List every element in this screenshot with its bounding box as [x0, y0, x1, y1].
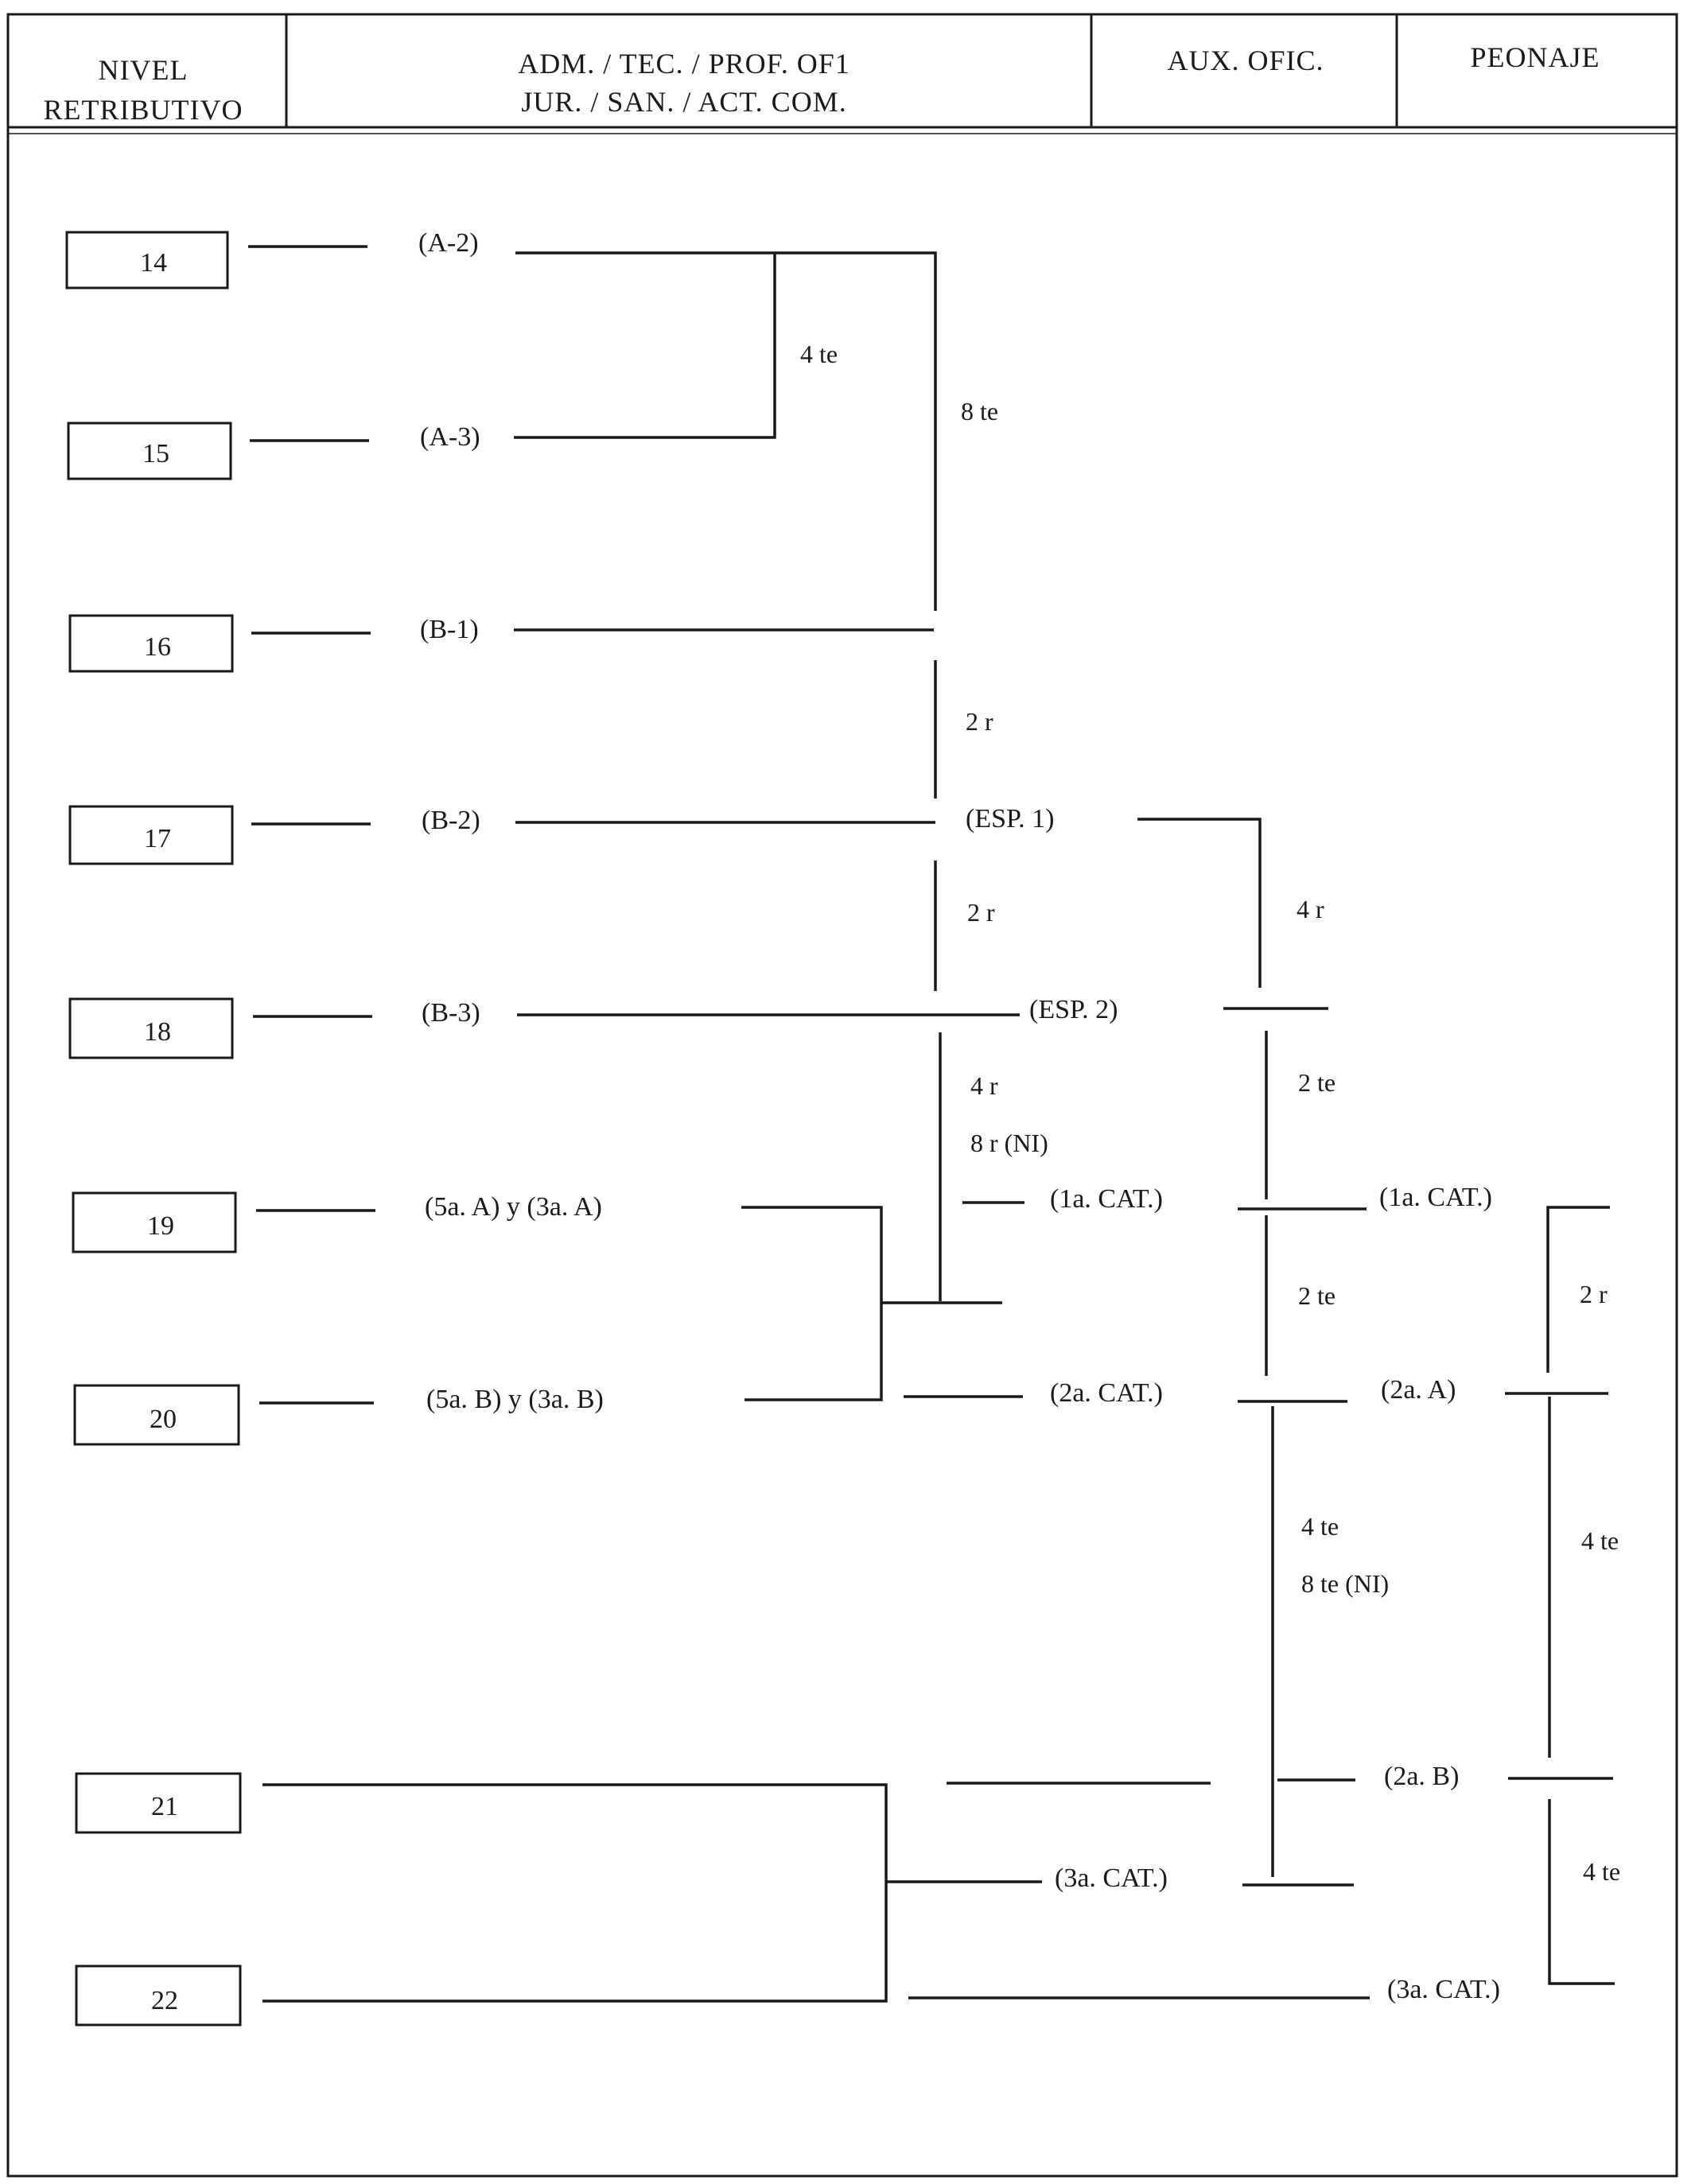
category-b2: (B-2): [422, 806, 480, 835]
connector-a2-a3: [514, 251, 776, 439]
step-2te-aux-a: 2 te: [1298, 1068, 1335, 1097]
level-number-17: 17: [144, 824, 171, 853]
category-aux-2a-b: (2a. B): [1384, 1762, 1459, 1791]
connector-esp1-aux: [1137, 818, 1262, 988]
header-retributivo: RETRIBUTIVO: [44, 94, 243, 126]
step-4te-a2-a3: 4 te: [800, 340, 838, 368]
of-categories: (ESP. 1) (ESP. 2) (1a. CAT.) (2a. CAT.) …: [966, 804, 1168, 1893]
category-aux-3a-cat: (3a. CAT.): [1387, 1975, 1500, 2004]
level-box-16: [68, 614, 234, 673]
level-boxes: 14 15 16 17 18 19 20 21 22: [65, 231, 242, 2027]
category-aux-2a-a: (2a. A): [1381, 1375, 1456, 1405]
level-box-15: [67, 422, 232, 480]
step-2te-aux-b: 2 te: [1298, 1281, 1335, 1310]
category-esp1: (ESP. 1): [966, 804, 1054, 834]
level-box-19: [72, 1191, 237, 1253]
level-number-18: 18: [144, 1017, 171, 1047]
connector-peonaje-4te-b: [1548, 1799, 1615, 1985]
peonaje-connectors: [1505, 1206, 1615, 1985]
step-8te-a2-b1: 8 te: [961, 397, 998, 426]
level-number-20: 20: [150, 1405, 177, 1434]
level-box-20: [73, 1384, 240, 1446]
adm-categories: (A-2) (A-3) (B-1) (B-2) (B-3) (5a. A) y …: [418, 228, 604, 1414]
header-nivel: NIVEL: [99, 54, 189, 86]
step-2r-b1-esp1: 2 r: [966, 707, 993, 736]
adm-connectors: [262, 251, 1370, 2003]
category-of-2a-cat: (2a. CAT.): [1050, 1378, 1163, 1408]
level-number-14: 14: [140, 248, 167, 278]
level-number-22: 22: [151, 1986, 178, 2015]
level-box-14: [65, 231, 229, 290]
step-4te-aux: 4 te: [1301, 1512, 1339, 1541]
level-leader-lines: [248, 245, 375, 1405]
step-8r-ni: 8 r (NI): [970, 1129, 1048, 1157]
aux-categories: (1a. CAT.) (2a. A) (2a. B) (3a. CAT.): [1379, 1183, 1500, 2004]
bracket-21-22: [262, 1783, 888, 2003]
step-2r-peonaje: 2 r: [1580, 1280, 1608, 1308]
category-b1: (B-1): [420, 615, 479, 644]
bracket-19-20: [741, 1206, 883, 1401]
level-number-19: 19: [147, 1211, 174, 1241]
category-b3: (B-3): [422, 998, 480, 1028]
step-4r-esp2-of: 4 r: [970, 1071, 998, 1100]
connector-a2-b1: [775, 251, 937, 611]
header-jur-san-act: JUR. / SAN. / ACT. COM.: [521, 86, 846, 118]
outer-frame: [6, 13, 1678, 2178]
category-of-3a-cat: (3a. CAT.): [1055, 1863, 1168, 1893]
step-labels: 4 te 8 te 2 r 2 r 4 r 8 r (NI) 4 r 2 te …: [800, 340, 1620, 1886]
step-4te-peonaje-b: 4 te: [1583, 1857, 1620, 1886]
category-a3: (A-3): [420, 422, 480, 452]
level-box-21: [75, 1772, 242, 1834]
header-aux-ofic: AUX. OFIC.: [1167, 45, 1324, 76]
step-4te-peonaje-a: 4 te: [1581, 1526, 1619, 1555]
level-number-21: 21: [151, 1792, 178, 1821]
category-5a-3a-a: (5a. A) y (3a. A): [425, 1192, 602, 1222]
connector-peonaje-2r: [1546, 1206, 1610, 1373]
level-box-22: [75, 1964, 242, 2027]
header-peonaje: PEONAJE: [1470, 41, 1600, 73]
category-5a-3a-b: (5a. B) y (3a. B): [426, 1385, 604, 1414]
category-esp2: (ESP. 2): [1029, 995, 1118, 1024]
header-adm-tec-prof: ADM. / TEC. / PROF. OF1: [518, 48, 850, 80]
step-8te-ni: 8 te (NI): [1301, 1569, 1389, 1598]
level-box-18: [68, 997, 234, 1059]
level-box-17: [68, 805, 234, 865]
category-of-1a-cat: (1a. CAT.): [1050, 1184, 1163, 1214]
step-4r-esp1-aux: 4 r: [1297, 895, 1324, 923]
aux-connectors: [1137, 818, 1367, 1887]
category-aux-1a-cat: (1a. CAT.): [1379, 1183, 1492, 1212]
level-number-16: 16: [144, 632, 171, 662]
step-2r-esp1-esp2: 2 r: [967, 898, 995, 927]
category-a2: (A-2): [418, 228, 479, 258]
level-number-15: 15: [142, 439, 169, 468]
